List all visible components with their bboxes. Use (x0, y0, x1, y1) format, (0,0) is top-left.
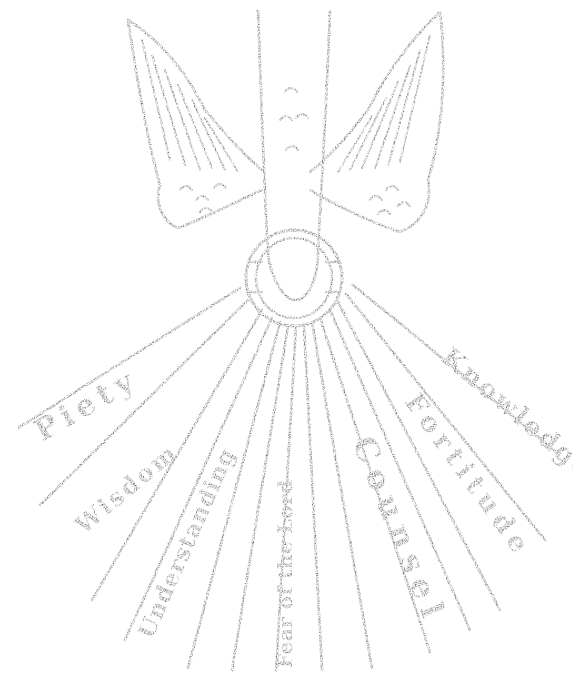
gift-label-wisdom: Wisdom (68, 437, 183, 540)
gift-label-piety: Piety (29, 361, 146, 448)
ray (304, 326, 322, 670)
gift-labels: Piety Wisdom Understanding Fear of the L… (29, 342, 573, 668)
dove-icon (128, 10, 443, 300)
gift-label-fear-of-the-lord: Fear of the Lord (273, 479, 297, 668)
halo-ring (246, 230, 342, 326)
ray (312, 322, 372, 668)
